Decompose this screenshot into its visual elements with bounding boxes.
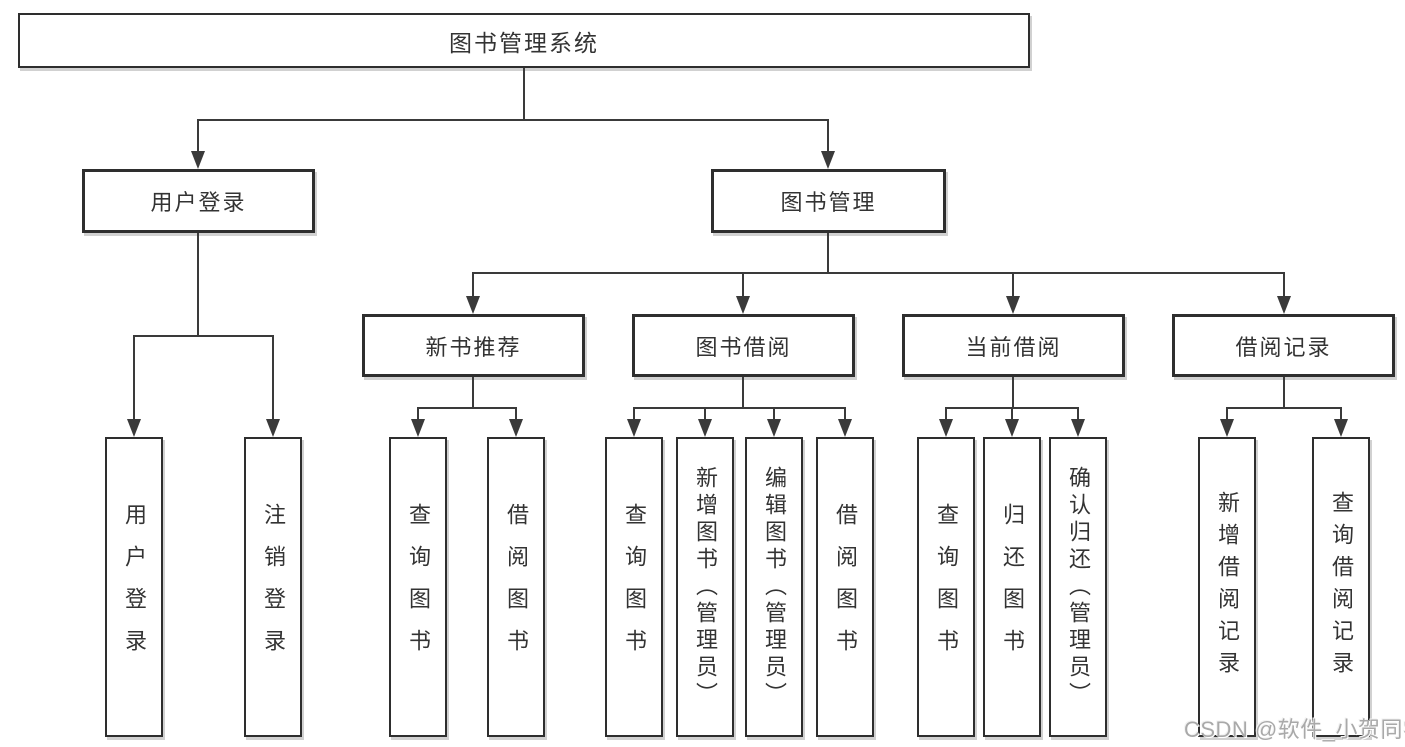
arrowhead-icon xyxy=(821,151,835,169)
node-user-login: 用户登录 xyxy=(82,169,315,233)
connector-line xyxy=(945,407,947,423)
leaf-label: 新增借阅记录 xyxy=(1215,491,1240,683)
connector-line xyxy=(742,377,744,409)
connector-line xyxy=(773,407,775,423)
leaf-label: 借阅图书 xyxy=(504,503,529,671)
connector-line xyxy=(742,272,744,300)
leaf-borrow-books: 借阅图书 xyxy=(816,437,874,737)
leaf-query-books-recommend: 查询图书 xyxy=(389,437,447,737)
connector-line xyxy=(704,407,706,423)
arrowhead-icon xyxy=(736,296,750,314)
leaf-borrow-books-recommend: 借阅图书 xyxy=(487,437,545,737)
node-label: 用户登录 xyxy=(150,190,247,215)
connector-line xyxy=(1012,377,1014,409)
arrowhead-icon xyxy=(411,419,425,437)
connector-line xyxy=(844,407,846,423)
connector-line xyxy=(827,120,829,156)
connector-line xyxy=(827,233,829,274)
leaf-return-books: 归还图书 xyxy=(983,437,1041,737)
arrowhead-icon xyxy=(191,151,205,169)
leaf-query-books-borrow: 查询图书 xyxy=(605,437,663,737)
arrowhead-icon xyxy=(627,419,641,437)
connector-line xyxy=(1011,407,1013,423)
connector-line xyxy=(1283,272,1285,300)
connector-line xyxy=(1077,407,1079,423)
node-label: 图书管理 xyxy=(780,190,877,215)
leaf-label: 新增图书（管理员） xyxy=(693,465,718,709)
node-book-management: 图书管理 xyxy=(711,169,946,233)
arrowhead-icon xyxy=(466,296,480,314)
arrowhead-icon xyxy=(127,419,141,437)
arrowhead-icon xyxy=(1277,296,1291,314)
arrowhead-icon xyxy=(939,419,953,437)
leaf-query-books-current: 查询图书 xyxy=(917,437,975,737)
connector-line xyxy=(633,407,635,423)
node-label: 新书推荐 xyxy=(425,334,522,360)
connector-line xyxy=(472,377,474,409)
connector-line xyxy=(417,407,419,423)
node-label: 当前借阅 xyxy=(965,334,1062,360)
arrowhead-icon xyxy=(767,419,781,437)
connector-line xyxy=(417,407,517,409)
node-label: 图书借阅 xyxy=(695,334,792,360)
connector-line xyxy=(197,119,829,121)
leaf-label: 归还图书 xyxy=(1000,503,1025,671)
arrowhead-icon xyxy=(1071,419,1085,437)
connector-line xyxy=(272,335,274,423)
connector-line xyxy=(515,407,517,423)
leaf-label: 注销登录 xyxy=(261,503,286,671)
node-library-management-system: 图书管理系统 xyxy=(18,13,1030,68)
leaf-label: 确认归还（管理员） xyxy=(1066,465,1091,709)
connector-line xyxy=(633,407,846,409)
csdn-watermark: CSDN @软件_小贺同学 xyxy=(1184,717,1405,742)
leaf-label: 编辑图书（管理员） xyxy=(762,465,787,709)
arrowhead-icon xyxy=(266,419,280,437)
leaf-logout: 注销登录 xyxy=(244,437,302,737)
connector-line xyxy=(1226,407,1228,423)
leaf-add-borrow-record: 新增借阅记录 xyxy=(1198,437,1256,737)
arrowhead-icon xyxy=(1006,296,1020,314)
connector-line xyxy=(1340,407,1342,423)
connector-line xyxy=(133,335,274,337)
connector-line xyxy=(1226,407,1342,409)
leaf-label: 查询借阅记录 xyxy=(1329,491,1354,683)
node-book-borrowing: 图书借阅 xyxy=(632,314,855,377)
arrowhead-icon xyxy=(1005,419,1019,437)
connector-line xyxy=(1012,272,1014,300)
connector-line xyxy=(472,272,1285,274)
arrowhead-icon xyxy=(838,419,852,437)
leaf-label: 查询图书 xyxy=(622,503,647,671)
arrowhead-icon xyxy=(1334,419,1348,437)
connector-line xyxy=(472,272,474,300)
node-new-book-recommendation: 新书推荐 xyxy=(362,314,585,377)
connector-line xyxy=(133,335,135,423)
leaf-label: 查询图书 xyxy=(406,503,431,671)
connector-line xyxy=(197,233,199,337)
leaf-user-login: 用户登录 xyxy=(105,437,163,737)
connector-line xyxy=(197,120,199,156)
node-borrowing-records: 借阅记录 xyxy=(1172,314,1395,377)
node-label: 图书管理系统 xyxy=(449,29,599,56)
leaf-label: 借阅图书 xyxy=(833,503,858,671)
arrowhead-icon xyxy=(509,419,523,437)
leaf-edit-books-admin: 编辑图书（管理员） xyxy=(745,437,803,737)
connector-line xyxy=(523,68,525,120)
node-label: 借阅记录 xyxy=(1235,334,1332,360)
arrowhead-icon xyxy=(1220,419,1234,437)
leaf-label: 查询图书 xyxy=(934,503,959,671)
leaf-query-borrow-record: 查询借阅记录 xyxy=(1312,437,1370,737)
leaf-add-books-admin: 新增图书（管理员） xyxy=(676,437,734,737)
node-current-borrowing: 当前借阅 xyxy=(902,314,1125,377)
connector-line xyxy=(1283,377,1285,409)
leaf-confirm-return-admin: 确认归还（管理员） xyxy=(1049,437,1107,737)
leaf-label: 用户登录 xyxy=(122,503,147,671)
arrowhead-icon xyxy=(698,419,712,437)
